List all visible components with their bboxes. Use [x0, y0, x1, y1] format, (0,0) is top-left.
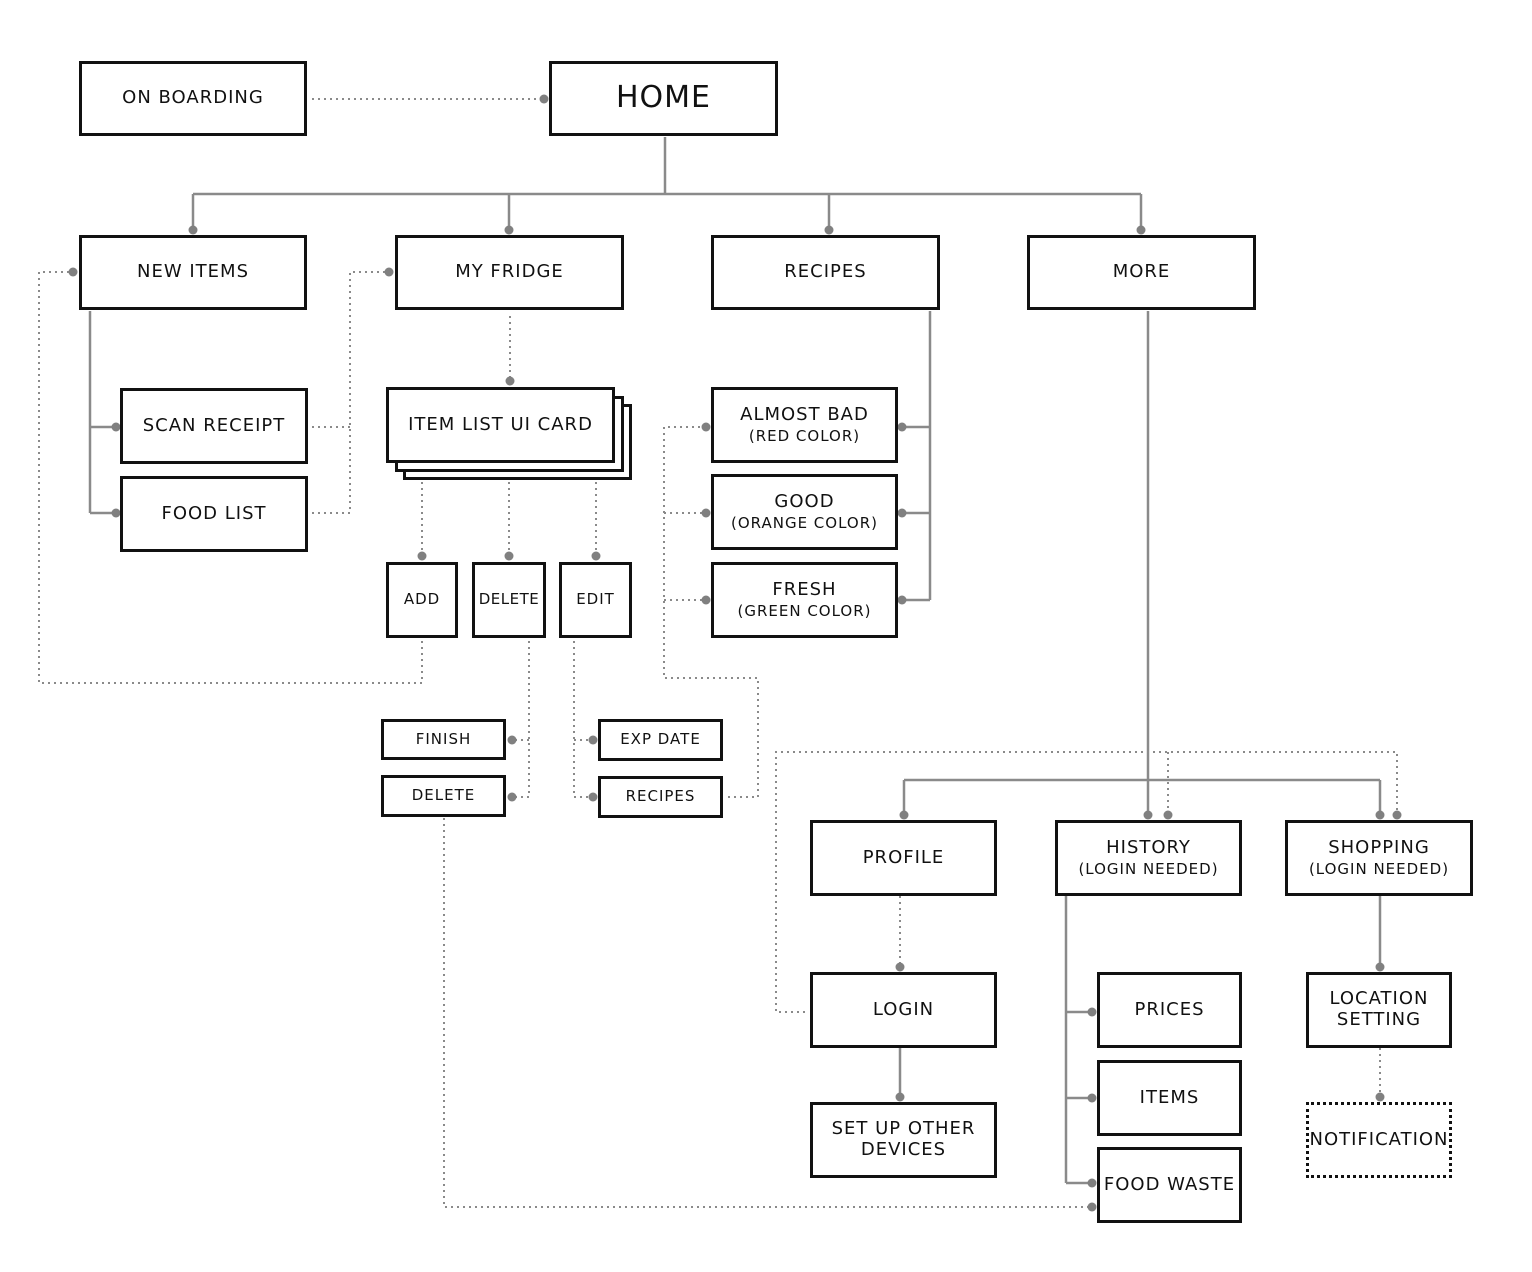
node-profile-label: PROFILE — [862, 846, 945, 868]
node-food-waste: FOOD WASTE — [1097, 1147, 1242, 1223]
node-notification: NOTIFICATION — [1306, 1102, 1452, 1178]
node-finish-label: FINISH — [415, 729, 472, 748]
node-more-label: MORE — [1112, 261, 1171, 283]
node-food-waste-label: FOOD WASTE — [1103, 1173, 1236, 1195]
node-edit: EDIT — [559, 562, 632, 638]
card-actions-connector — [421, 476, 597, 556]
node-delete-action-label: DELETE — [478, 590, 540, 609]
node-onboarding: ON BOARDING — [79, 61, 307, 136]
node-items: ITEMS — [1097, 1060, 1242, 1136]
node-add-label: ADD — [403, 590, 441, 609]
node-finish: FINISH — [381, 719, 506, 760]
node-exp-date: EXP DATE — [598, 719, 723, 761]
node-more: MORE — [1027, 235, 1256, 310]
node-history-sub: (LOGIN NEEDED) — [1078, 859, 1219, 878]
node-shopping: SHOPPING (LOGIN NEEDED) — [1285, 820, 1473, 896]
node-recipes: RECIPES — [711, 235, 940, 310]
node-scan-receipt: SCAN RECEIPT — [120, 388, 308, 464]
more-tree-connector — [902, 311, 1382, 815]
add-new-items-loop — [38, 271, 423, 684]
node-shopping-label: SHOPPING — [1328, 837, 1430, 859]
recipes-sub-to-recipe-states — [663, 426, 759, 798]
node-scan-receipt-label: SCAN RECEIPT — [142, 414, 286, 436]
node-fresh-label: FRESH — [772, 579, 837, 601]
node-onboarding-label: ON BOARDING — [122, 87, 264, 109]
node-setup-devices: SET UP OTHER DEVICES — [810, 1102, 997, 1178]
node-home-label: HOME — [615, 80, 711, 116]
node-almost-bad: ALMOST BAD (RED COLOR) — [711, 387, 898, 463]
node-setup-devices-line2: DEVICES — [860, 1139, 947, 1160]
node-almost-bad-label: ALMOST BAD — [740, 404, 869, 426]
node-fresh-sub: (GREEN COLOR) — [737, 601, 872, 620]
recipes-children-connector — [902, 311, 932, 602]
node-delete-sub-label: DELETE — [411, 786, 476, 805]
node-location-setting-line2: SETTING — [1336, 1009, 1422, 1030]
node-login: LOGIN — [810, 972, 997, 1048]
node-good-sub: (ORANGE COLOR) — [730, 513, 878, 532]
node-recipes-sub: RECIPES — [598, 776, 723, 818]
home-branch-connector — [191, 137, 1143, 230]
node-exp-date-label: EXP DATE — [620, 730, 701, 749]
node-add: ADD — [386, 562, 458, 638]
history-children-connector — [1064, 896, 1092, 1185]
node-fresh: FRESH (GREEN COLOR) — [711, 562, 898, 638]
new-items-children-connector — [88, 311, 116, 515]
edit-children-connector — [573, 641, 593, 798]
node-delete-action: DELETE — [472, 562, 546, 638]
node-notification-label: NOTIFICATION — [1309, 1128, 1449, 1150]
node-item-list-card: ITEM LIST UI CARD — [386, 387, 615, 463]
node-delete-sub: DELETE — [381, 775, 506, 817]
node-new-items-label: NEW ITEMS — [137, 261, 249, 283]
node-my-fridge: MY FRIDGE — [395, 235, 624, 310]
node-recipes-label: RECIPES — [784, 261, 867, 283]
node-shopping-sub: (LOGIN NEEDED) — [1308, 859, 1450, 878]
node-setup-devices-line1: SET UP OTHER — [831, 1118, 976, 1140]
node-good: GOOD (ORANGE COLOR) — [711, 474, 898, 550]
node-history: HISTORY (LOGIN NEEDED) — [1055, 820, 1242, 896]
node-item-list-card-label: ITEM LIST UI CARD — [408, 413, 593, 435]
scan-food-myfridge-connector — [312, 271, 389, 514]
node-prices-label: PRICES — [1134, 998, 1205, 1020]
node-my-fridge-label: MY FRIDGE — [455, 261, 564, 283]
login-history-shopping-loop — [775, 751, 1398, 1013]
node-location-setting-line1: LOCATION — [1329, 988, 1429, 1010]
node-location-setting: LOCATION SETTING — [1306, 972, 1452, 1048]
node-new-items: NEW ITEMS — [79, 235, 307, 310]
node-almost-bad-sub: (RED COLOR) — [748, 426, 861, 445]
node-food-list-label: FOOD LIST — [161, 502, 267, 524]
node-food-list: FOOD LIST — [120, 476, 308, 552]
node-recipes-sub-label: RECIPES — [625, 787, 696, 806]
node-items-label: ITEMS — [1139, 1086, 1200, 1108]
node-edit-label: EDIT — [576, 590, 615, 609]
node-home: HOME — [549, 61, 778, 136]
node-history-label: HISTORY — [1106, 837, 1191, 859]
node-good-label: GOOD — [774, 491, 835, 513]
delete-children-connector — [512, 641, 530, 798]
node-prices: PRICES — [1097, 972, 1242, 1048]
node-profile: PROFILE — [810, 820, 997, 896]
node-login-label: LOGIN — [872, 998, 935, 1020]
